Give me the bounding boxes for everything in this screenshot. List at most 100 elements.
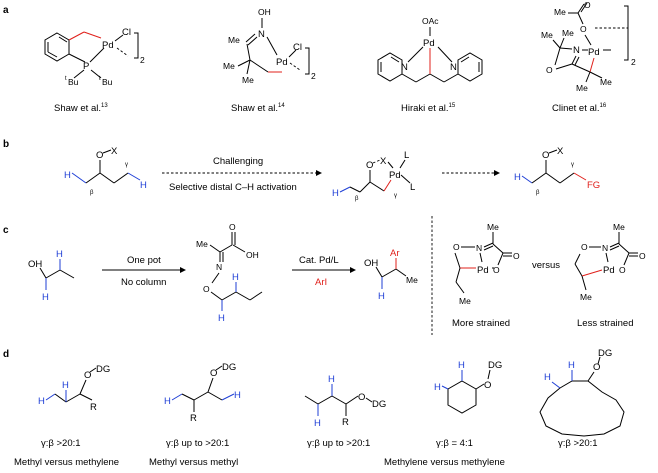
caption-methylene-vs-methylene: Methylene versus methylene: [384, 457, 505, 468]
svg-text:R: R: [90, 402, 97, 413]
palladium-atom: Pd: [102, 40, 114, 51]
svg-text:H: H: [56, 249, 63, 260]
svg-text:γ: γ: [394, 193, 397, 199]
svg-text:t: t: [99, 76, 101, 82]
svg-text:Me: Me: [613, 222, 625, 232]
svg-text:R: R: [190, 413, 197, 424]
arrow-label-bottom: Selective distal C–H activation: [169, 182, 297, 193]
pyridine-n-left: N: [401, 62, 408, 73]
svg-text:H: H: [62, 380, 69, 391]
reference-clinet-16: Clinet et al.16: [552, 103, 607, 114]
svg-text:R: R: [342, 417, 349, 428]
caption-methyl-vs-methyl: Methyl versus methyl: [149, 457, 238, 468]
arrow2-top: Cat. Pd/L: [299, 255, 339, 266]
svg-text:N: N: [602, 243, 608, 253]
svg-text:O: O: [619, 265, 626, 275]
substrate-d2: H R H O DG γ:β up to >20:1: [164, 362, 241, 449]
svg-text:β: β: [536, 190, 540, 196]
svg-text:O: O: [84, 370, 91, 381]
svg-text:Me: Me: [228, 35, 240, 45]
svg-text:Me: Me: [406, 275, 418, 285]
svg-text:Me: Me: [487, 222, 499, 232]
svg-text:OH: OH: [364, 258, 378, 269]
svg-text:H: H: [140, 180, 147, 191]
svg-text:O: O: [639, 251, 646, 261]
panel-b: b H H O X β γ Challenging Selective dist…: [3, 139, 600, 202]
product-c: OH Me H Ar: [364, 248, 418, 302]
svg-text:H: H: [232, 272, 239, 283]
chloride-atom: Cl: [122, 27, 131, 38]
versus-label: versus: [532, 260, 560, 271]
aryl-label: Ar: [390, 248, 400, 259]
svg-text:O: O: [203, 284, 210, 294]
intermediate-b: H O X Pd L L β γ: [332, 150, 415, 202]
ratio-d2: γ:β up to >20:1: [166, 438, 229, 449]
svg-text:O: O: [581, 242, 588, 252]
palladium-atom: Pd: [477, 265, 489, 276]
svg-text:O: O: [484, 380, 491, 391]
svg-text:H: H: [514, 172, 521, 183]
svg-text:t: t: [65, 76, 67, 82]
svg-text:DG: DG: [372, 399, 386, 410]
phosphorus-atom: P: [83, 61, 89, 72]
svg-text:N: N: [216, 262, 222, 272]
palladium-atom: Pd: [603, 265, 615, 276]
panel-d: d H H R O DG γ:β >20:1 H R H: [3, 348, 625, 468]
complex-clinet-16: Me O O Pd 2 N O Me Me: [541, 0, 636, 93]
svg-text:γ: γ: [571, 162, 574, 168]
svg-text:O: O: [366, 160, 373, 171]
svg-text:L: L: [410, 182, 415, 193]
svg-text:H: H: [164, 396, 171, 407]
panel-c: c OH H H One pot No column Me O OH: [3, 216, 646, 335]
svg-text:X: X: [111, 146, 118, 157]
caption-methyl-vs-methylene: Methyl versus methylene: [14, 457, 119, 468]
svg-text:L: L: [404, 150, 409, 161]
svg-text:O: O: [546, 65, 553, 75]
svg-text:H: H: [378, 291, 385, 302]
svg-text:Me: Me: [576, 83, 588, 93]
svg-text:Me: Me: [562, 28, 574, 38]
panel-c-label: c: [3, 225, 9, 236]
svg-text:OH: OH: [246, 250, 259, 260]
reference-row: Shaw et al.13 Shaw et al.14 Hiraki et al…: [54, 103, 607, 114]
reference-hiraki-15: Hiraki et al.15: [401, 103, 456, 114]
palladium-atom: Pd: [389, 170, 401, 181]
reference-shaw-13: Shaw et al.13: [54, 103, 108, 114]
svg-text:O: O: [96, 150, 103, 161]
svg-text:O: O: [580, 24, 587, 34]
svg-text:β: β: [90, 190, 94, 196]
svg-text:2: 2: [311, 71, 316, 81]
oxime-ether: Me O OH N O H H: [196, 222, 263, 324]
svg-text:Me: Me: [242, 75, 254, 85]
svg-text:Me: Me: [196, 239, 208, 249]
svg-text:Me: Me: [554, 7, 566, 17]
caption-more-strained: More strained: [452, 318, 510, 329]
svg-text:H: H: [38, 396, 45, 407]
svg-text:O: O: [453, 242, 460, 252]
ratio-d4: γ:β = 4:1: [436, 438, 473, 449]
svg-text:β: β: [355, 196, 359, 202]
svg-text:Bu: Bu: [68, 77, 79, 87]
svg-text:DG: DG: [488, 360, 502, 371]
svg-text:H: H: [544, 372, 551, 383]
ratio-d3: γ:β up to >20:1: [307, 438, 370, 449]
svg-text:H: H: [314, 418, 321, 429]
svg-text:γ: γ: [125, 162, 128, 168]
caption-less-strained: Less strained: [577, 318, 634, 329]
arrow-label-top: Challenging: [213, 156, 263, 167]
svg-text:O: O: [584, 0, 591, 10]
svg-text:Bu: Bu: [102, 77, 113, 87]
svg-text:H: H: [328, 374, 335, 385]
svg-text:Me: Me: [459, 296, 471, 306]
panel-a-label: a: [3, 5, 9, 16]
svg-text:O: O: [513, 251, 520, 261]
palladium-atom: Pd: [423, 38, 435, 49]
hydroxyl-label: OH: [258, 7, 271, 17]
svg-text:Me: Me: [541, 30, 553, 40]
ratio-d1: γ:β >20:1: [41, 438, 81, 449]
substrate-d1: H H R O DG γ:β >20:1: [38, 364, 110, 449]
svg-text:Me: Me: [223, 61, 235, 71]
dimer-subscript: 2: [140, 55, 145, 65]
svg-text:DG: DG: [598, 348, 612, 359]
